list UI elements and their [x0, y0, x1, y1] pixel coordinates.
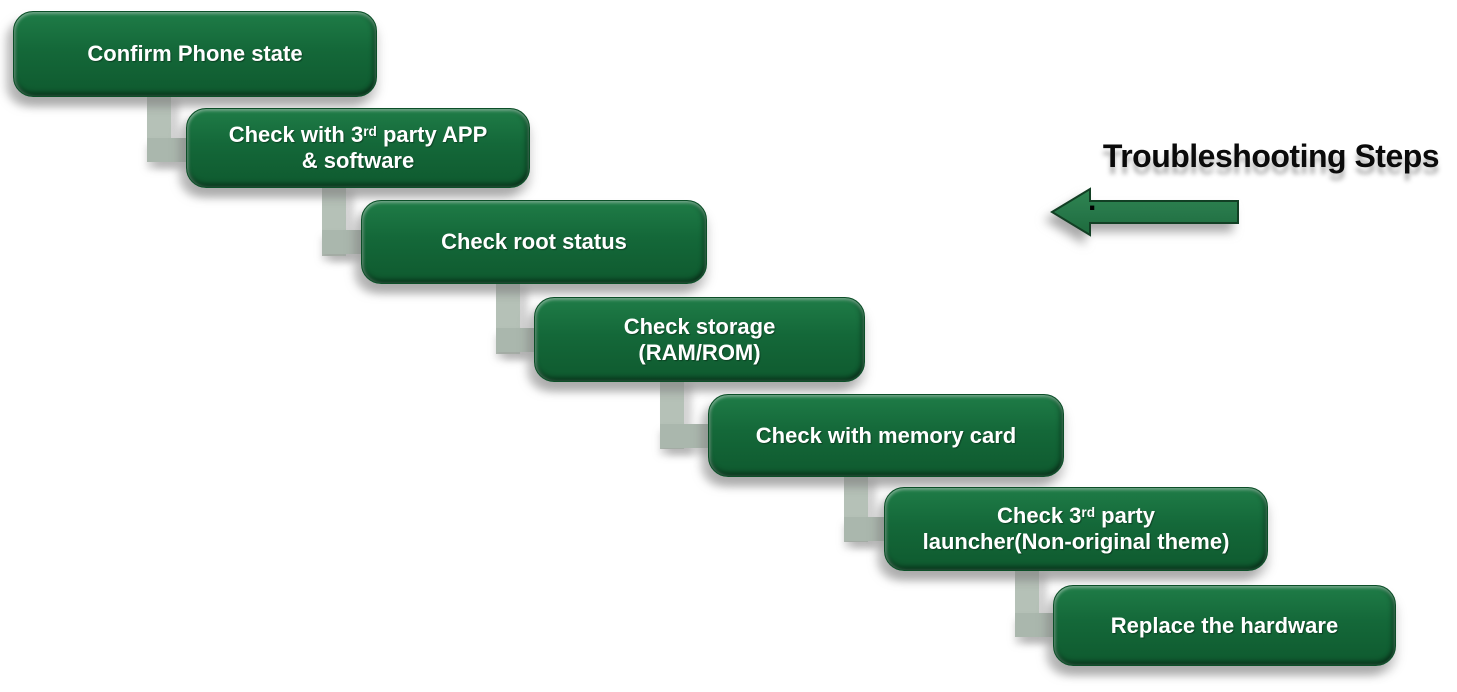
- ordinal-superscript: rd: [1081, 504, 1096, 520]
- step-label: Confirm Phone state: [87, 41, 303, 67]
- step-label: Check 3rd party launcher(Non-original th…: [922, 503, 1230, 554]
- step-box-check-storage: Check storage (RAM/ROM): [534, 297, 865, 382]
- step-label: Check storage (RAM/ROM): [623, 313, 776, 365]
- connector-6-horizontal: [1015, 613, 1059, 637]
- left-block-arrow-icon: [1050, 186, 1240, 238]
- step-box-confirm-phone-state: Confirm Phone state: [13, 11, 377, 97]
- connector-5-horizontal: [844, 517, 890, 541]
- diagram-title: Troubleshooting Steps: [1102, 138, 1440, 174]
- step-box-check-3rd-party-launcher: Check 3rd party launcher(Non-original th…: [884, 487, 1268, 571]
- step-box-replace-hardware: Replace the hardware: [1053, 585, 1396, 666]
- step-box-check-root-status: Check root status: [361, 200, 707, 284]
- stray-dot: .: [1088, 184, 1097, 217]
- step-label: Check with memory card: [755, 422, 1017, 448]
- connector-2-horizontal: [322, 230, 367, 254]
- step-label: Check with 3rd party APP & software: [228, 122, 488, 173]
- connector-1-horizontal: [147, 138, 192, 162]
- step-label: Check root status: [441, 229, 627, 255]
- step-label: Replace the hardware: [1110, 612, 1339, 638]
- connector-4-horizontal: [660, 424, 714, 448]
- ordinal-superscript: rd: [363, 123, 377, 139]
- step-box-check-memory-card: Check with memory card: [708, 394, 1064, 477]
- connector-3-horizontal: [496, 328, 540, 352]
- step-box-check-3rd-party-app: Check with 3rd party APP & software: [186, 108, 530, 188]
